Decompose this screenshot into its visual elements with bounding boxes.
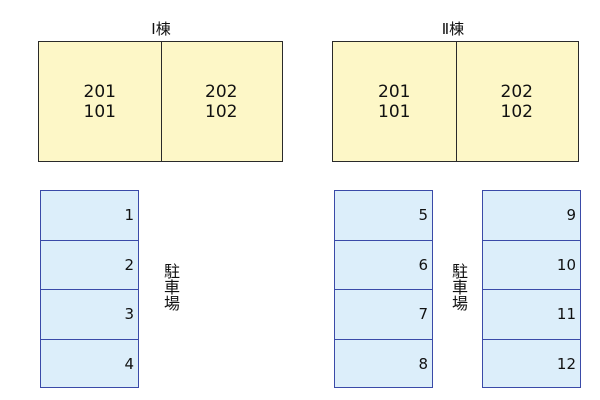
parking-space-number: 11 bbox=[556, 305, 576, 324]
building-2-unit-col-b: 202 102 bbox=[456, 42, 579, 161]
parking-space-number: 10 bbox=[556, 255, 576, 274]
parking-space: 5 bbox=[335, 191, 432, 241]
parking-space: 7 bbox=[335, 290, 432, 340]
parking-space-number: 6 bbox=[418, 255, 428, 274]
parking-space-number: 1 bbox=[124, 206, 134, 225]
parking-space-number: 3 bbox=[124, 305, 134, 324]
building-2: 201 101 202 102 bbox=[332, 41, 579, 162]
unit-number: 202 bbox=[500, 81, 533, 102]
unit-number: 201 bbox=[83, 81, 116, 102]
parking-space: 3 bbox=[41, 290, 138, 340]
parking-space: 12 bbox=[483, 340, 580, 390]
building-2-unit-col-a: 201 101 bbox=[333, 42, 457, 161]
parking-space-number: 12 bbox=[556, 355, 576, 374]
unit-number: 102 bbox=[500, 101, 533, 122]
parking-space: 8 bbox=[335, 340, 432, 390]
parking-space: 9 bbox=[483, 191, 580, 241]
parking-space-number: 4 bbox=[124, 355, 134, 374]
parking-space: 10 bbox=[483, 241, 580, 290]
building-1-title: Ⅰ棟 bbox=[151, 20, 171, 38]
parking-space: 6 bbox=[335, 241, 432, 290]
parking-space-number: 5 bbox=[418, 206, 428, 225]
building-1-unit-col-a: 201 101 bbox=[39, 42, 162, 161]
unit-number: 102 bbox=[205, 101, 238, 122]
parking-column-1: 1 2 3 4 bbox=[40, 190, 139, 388]
unit-number: 101 bbox=[378, 101, 411, 122]
parking-column-2: 5 6 7 8 bbox=[334, 190, 433, 388]
unit-number: 201 bbox=[378, 81, 411, 102]
parking-space: 1 bbox=[41, 191, 138, 241]
parking-space-number: 8 bbox=[418, 355, 428, 374]
parking-space-number: 9 bbox=[566, 206, 576, 225]
parking-space: 4 bbox=[41, 340, 138, 390]
parking-space-number: 2 bbox=[124, 255, 134, 274]
unit-number: 202 bbox=[205, 81, 238, 102]
building-2-title: Ⅱ棟 bbox=[441, 20, 465, 38]
parking-label-right: 駐車場 bbox=[449, 263, 468, 311]
building-1: 201 101 202 102 bbox=[38, 41, 283, 162]
parking-space: 2 bbox=[41, 241, 138, 290]
parking-space: 11 bbox=[483, 290, 580, 340]
parking-space-number: 7 bbox=[418, 305, 428, 324]
parking-label-left: 駐車場 bbox=[161, 263, 180, 311]
unit-number: 101 bbox=[83, 101, 116, 122]
parking-column-3: 9 10 11 12 bbox=[482, 190, 581, 388]
building-1-unit-col-b: 202 102 bbox=[161, 42, 283, 161]
